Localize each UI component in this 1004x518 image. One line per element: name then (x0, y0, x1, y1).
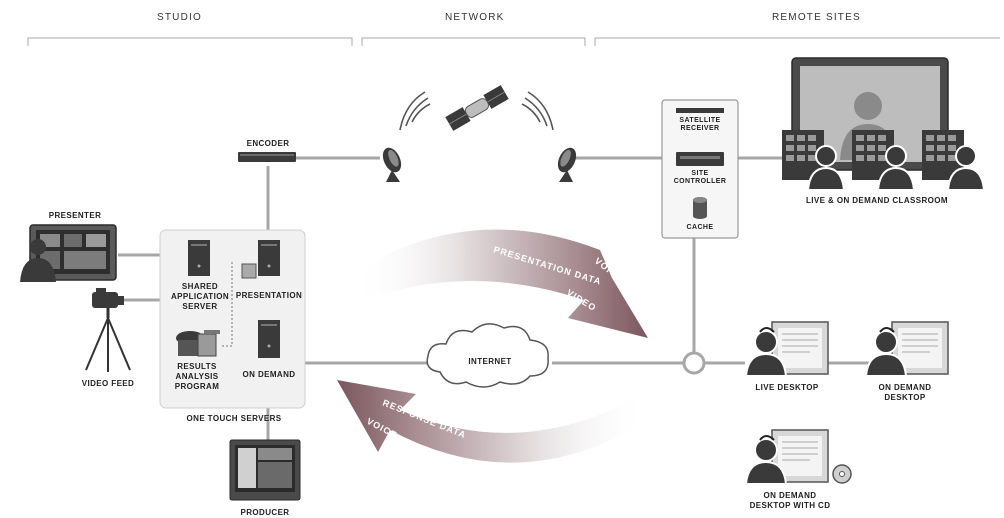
site-controller-device (676, 152, 724, 166)
server-icon-shared (188, 240, 210, 276)
shared-app-server-label: SHARED APPLICATION SERVER (170, 282, 230, 311)
connection-lines (118, 156, 870, 440)
results-analysis-label: RESULTS ANALYSIS PROGRAM (174, 362, 220, 391)
one-touch-servers-label: ONE TOUCH SERVERS (186, 414, 282, 423)
satellite-icon (445, 85, 509, 131)
producer-monitor-icon (229, 439, 301, 501)
signal-waves-left (399, 91, 431, 131)
internet-label: INTERNET (468, 357, 512, 366)
remote-bracket (594, 37, 1000, 46)
on-demand-desktop-cd-label: ON DEMAND DESKTOP WITH CD (749, 491, 831, 510)
network-hub (682, 351, 706, 375)
student-desk-2 (852, 130, 916, 191)
signal-waves-right (521, 91, 554, 131)
presentation-label: PRESENTATION (235, 291, 303, 300)
video-feed-label: VIDEO FEED (81, 379, 135, 388)
site-controller-label: SITE CONTROLLER (673, 170, 727, 185)
presenter-label: PRESENTER (48, 211, 102, 220)
cache-icon (693, 197, 707, 219)
internet-cloud-icon (426, 323, 549, 388)
student-desk-1 (782, 130, 846, 191)
dish-icon-right (557, 147, 577, 182)
remote-rack-box (661, 99, 739, 239)
upstream-arrow (355, 229, 648, 338)
camera-icon (85, 288, 131, 372)
encoder-device (238, 152, 296, 162)
server-icon-presentation (241, 240, 280, 279)
classroom-students (782, 130, 986, 191)
cd-icon (832, 464, 852, 484)
on-demand-desktop-label: ON DEMAND DESKTOP (878, 383, 932, 402)
satellite-receiver-device (676, 108, 724, 113)
encoder-label: ENCODER (246, 139, 290, 148)
dish-icon-left (382, 147, 402, 182)
server-icon-on-demand (258, 320, 280, 358)
network-bracket (361, 37, 586, 46)
cache-label: CACHE (686, 224, 714, 231)
section-header-studio: STUDIO (157, 12, 202, 23)
student-desk-3 (922, 130, 986, 191)
downstream-arrow (337, 380, 648, 463)
presenter-person-icon (20, 239, 56, 282)
presenter-workstation (20, 224, 117, 282)
live-desktop-icon (744, 321, 829, 377)
server-link-dotted (222, 262, 233, 347)
producer-label: PRODUCER (240, 508, 290, 517)
section-header-network: NETWORK (445, 12, 505, 23)
on-demand-desktop-cd-icon (744, 429, 852, 485)
results-analysis-icon (176, 330, 220, 357)
satellite-receiver-label: SATELLITE RECEIVER (679, 117, 721, 132)
section-brackets (27, 37, 1000, 46)
studio-bracket (27, 37, 353, 46)
classroom-label: LIVE & ON DEMAND CLASSROOM (806, 196, 948, 205)
section-header-remote-sites: REMOTE SITES (772, 12, 861, 23)
live-desktop-label: LIVE DESKTOP (755, 383, 819, 392)
on-demand-desktop-icon (864, 321, 949, 377)
on-demand-label: ON DEMAND (242, 370, 296, 379)
